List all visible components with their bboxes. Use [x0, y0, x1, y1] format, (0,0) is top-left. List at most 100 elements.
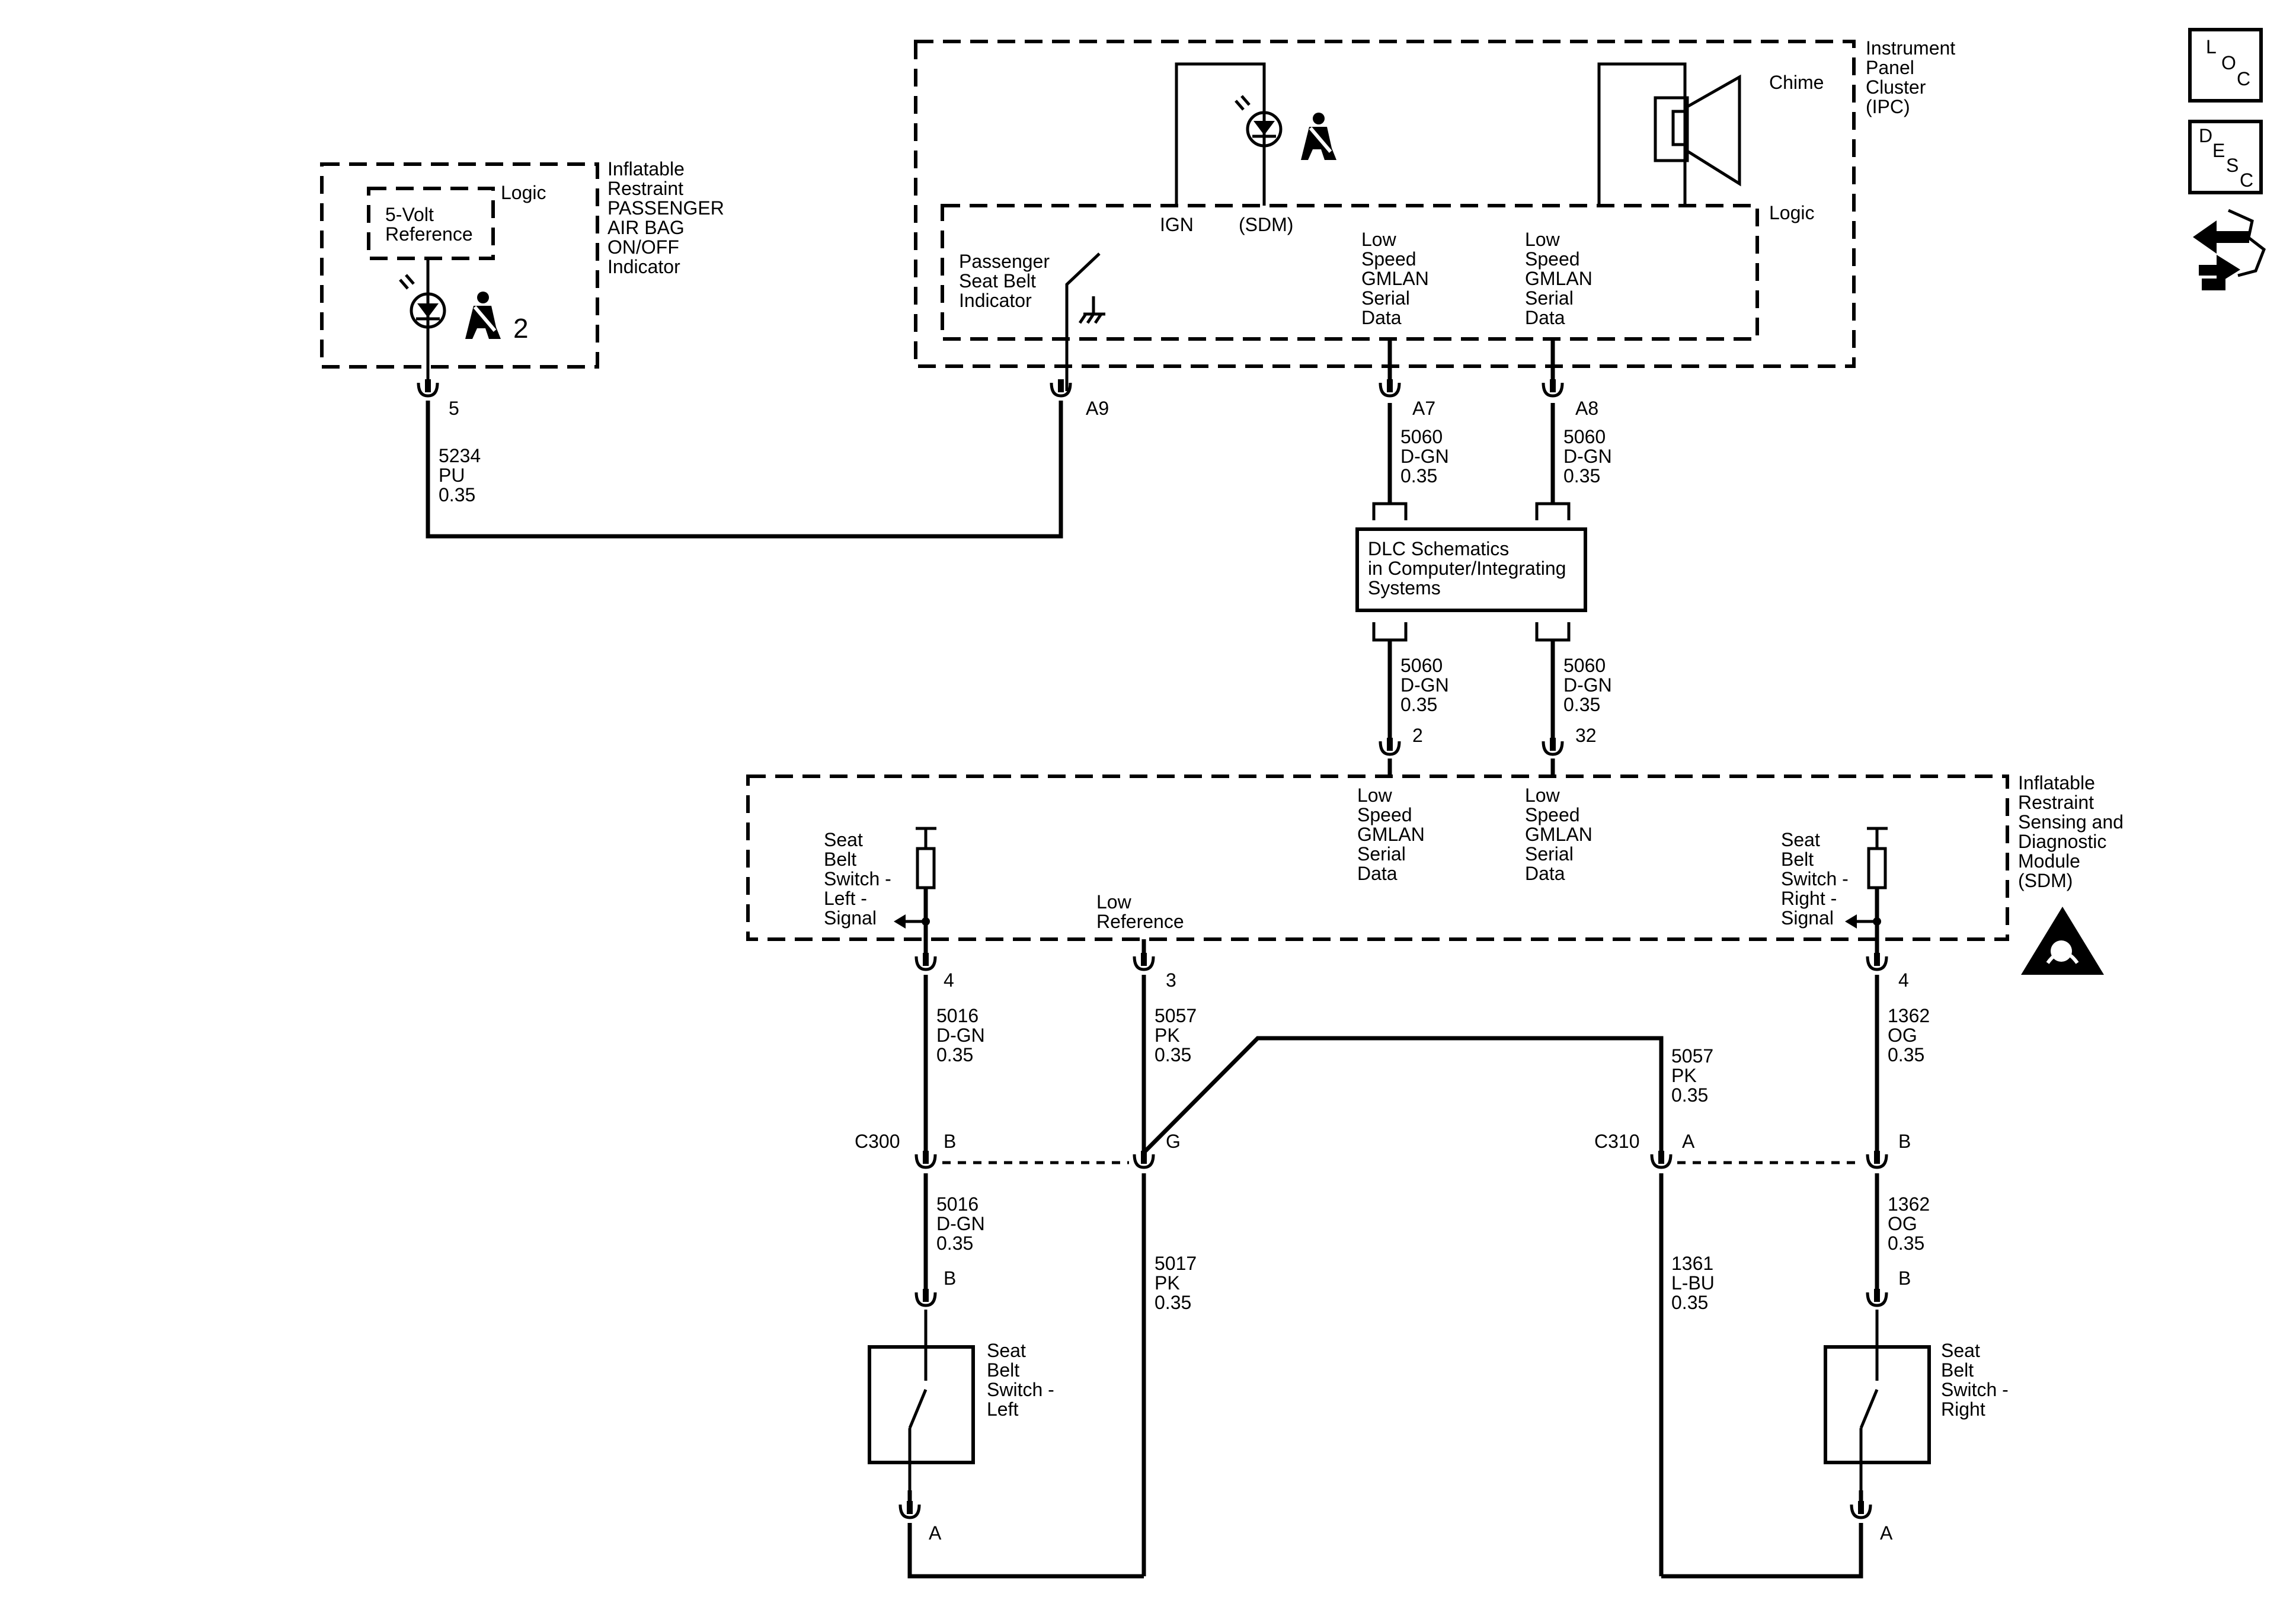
seatbelt-led-icon: [1235, 95, 1283, 148]
airbag-led-icon: [399, 274, 446, 329]
a8-label: A8: [1575, 398, 1598, 419]
w5017-line3: 0.35: [1155, 1292, 1191, 1313]
sdm-mid-terminal: [1133, 953, 1155, 971]
a7-gmlan-line3: GMLAN: [1361, 268, 1429, 289]
w5057right-line2: PK: [1671, 1065, 1697, 1086]
a7-gmlan-line5: Data: [1361, 307, 1402, 328]
sbs-left-line2: Belt: [824, 849, 856, 870]
sdm-ref-label: (SDM): [1239, 214, 1293, 235]
pab-ref-line2: Reference: [385, 223, 473, 245]
sdm-gmlan-left-line1: Low: [1357, 785, 1393, 806]
w1362bot-line2: OG: [1888, 1213, 1917, 1234]
c310-a-label: A: [1682, 1131, 1695, 1152]
pab-ref-line1: 5-Volt: [385, 204, 434, 225]
sdm-title-line4: Diagnostic: [2018, 831, 2106, 852]
sdm-gmlan-right-line2: Speed: [1525, 804, 1580, 825]
w5234-line3: 0.35: [439, 484, 475, 505]
sbs-right-line1: Seat: [1781, 829, 1820, 850]
sw-right-line4: Right: [1941, 1398, 1985, 1420]
w5057right-line1: 5057: [1671, 1045, 1713, 1067]
desc-letter-s: S: [2226, 155, 2239, 176]
a8-gmlan-line3: GMLAN: [1525, 268, 1593, 289]
w5060d-line2: D-GN: [1563, 674, 1612, 696]
w5060d-line1: 5060: [1563, 655, 1606, 676]
a7-label: A7: [1412, 398, 1435, 419]
sw-right-line2: Belt: [1941, 1359, 1974, 1381]
pab-title-line5: ON/OFF: [607, 236, 679, 258]
w1361-line3: 0.35: [1671, 1292, 1708, 1313]
w1362top-line3: 0.35: [1888, 1044, 1924, 1065]
sw-left-line1: Seat: [987, 1340, 1026, 1361]
sbs-right-line5: Signal: [1781, 907, 1834, 929]
c310-b-label: B: [1898, 1131, 1911, 1152]
sdm-pin-right-label: 4: [1898, 969, 1909, 991]
pab-logic-label: Logic: [501, 182, 546, 203]
w5057left-line1: 5057: [1155, 1005, 1197, 1026]
loc-letter-c: C: [2237, 68, 2250, 89]
w5016bot-line1: 5016: [936, 1193, 978, 1215]
a7-terminal: [1379, 379, 1401, 398]
desc-letter-d: D: [2199, 125, 2212, 146]
a8-gmlan-line5: Data: [1525, 307, 1565, 328]
w5234-line1: 5234: [439, 445, 481, 466]
a8-terminal: [1542, 379, 1564, 398]
a8-gmlan-line4: Serial: [1525, 287, 1574, 309]
connector-view-icon[interactable]: [2193, 209, 2266, 290]
sw-left-line2: Belt: [987, 1359, 1019, 1381]
sdm-pin-mid-label: 3: [1166, 969, 1176, 991]
w5060c-line3: 0.35: [1400, 694, 1437, 715]
c300-label: C300: [855, 1131, 900, 1152]
sdm-title-line3: Sensing and: [2018, 811, 2124, 833]
ipc-logic-label: Logic: [1769, 202, 1815, 223]
pab-title-line1: Inflatable: [607, 158, 685, 180]
pass-indicator-line2: Seat Belt: [959, 270, 1036, 292]
w1362bot-line3: 0.35: [1888, 1233, 1924, 1254]
loc-letter-o: O: [2221, 52, 2236, 73]
ipc-chime-label: Chime: [1769, 72, 1824, 93]
w5060a-line1: 5060: [1400, 426, 1443, 447]
sdm-title-line2: Restraint: [2018, 792, 2094, 813]
esd-warning-icon[interactable]: [2021, 907, 2104, 975]
sdm-gmlan-left-line3: GMLAN: [1357, 824, 1425, 845]
a9-label: A9: [1086, 398, 1109, 419]
sbs-right-line4: Right -: [1781, 888, 1837, 909]
dlc-schematic-reference-box[interactable]: DLC Schematics in Computer/Integrating S…: [1355, 527, 1587, 612]
chime-speaker-icon: [1654, 74, 1741, 187]
w1361-line2: L-BU: [1671, 1272, 1715, 1294]
ign-label: IGN: [1160, 214, 1194, 235]
wire-5234: [426, 401, 1063, 539]
pass-indicator-line1: Passenger: [959, 251, 1050, 272]
sbs-right-line3: Switch -: [1781, 868, 1849, 889]
w5060a-line3: 0.35: [1400, 465, 1437, 487]
desc-letter-e: E: [2212, 140, 2225, 161]
w5060b-line2: D-GN: [1563, 446, 1612, 467]
sdm-title-line5: Module: [2018, 850, 2080, 872]
pin32-label: 32: [1575, 725, 1597, 746]
airbag-superscript: 2: [513, 313, 529, 344]
pin2-terminal: [1379, 738, 1401, 756]
w1362top-line2: OG: [1888, 1025, 1917, 1046]
a8-gmlan-line2: Speed: [1525, 248, 1580, 270]
c310-label: C310: [1594, 1131, 1640, 1152]
indicator-ground-switch-icon: [1065, 252, 1105, 391]
w1362bot-line1: 1362: [1888, 1193, 1930, 1215]
sw-right-line3: Switch -: [1941, 1379, 2009, 1400]
sdm-pin-left-label: 4: [944, 969, 954, 991]
w5060d-line3: 0.35: [1563, 694, 1600, 715]
connector-glyphs: [417, 379, 1888, 1519]
desc-button[interactable]: D E S C: [2188, 120, 2263, 194]
sw-left-line4: Left: [987, 1398, 1018, 1420]
w5060c-line2: D-GN: [1400, 674, 1449, 696]
w5060b-line3: 0.35: [1563, 465, 1600, 487]
ipc-title-line1: Instrument: [1866, 37, 1955, 59]
c300-b-label: B: [944, 1131, 956, 1152]
loc-button[interactable]: L O C: [2188, 28, 2263, 103]
w5234-line2: PU: [439, 465, 465, 486]
sdm-gmlan-right-line4: Serial: [1525, 843, 1574, 865]
w5057left-line2: PK: [1155, 1025, 1180, 1046]
c300-g-terminal: [1133, 1151, 1155, 1169]
low-ref-line2: Reference: [1096, 911, 1184, 932]
seatbelt-person-icon: [1301, 113, 1336, 160]
sw-right-b-terminal: [1866, 1289, 1888, 1307]
loc-letter-l: L: [2206, 36, 2217, 57]
